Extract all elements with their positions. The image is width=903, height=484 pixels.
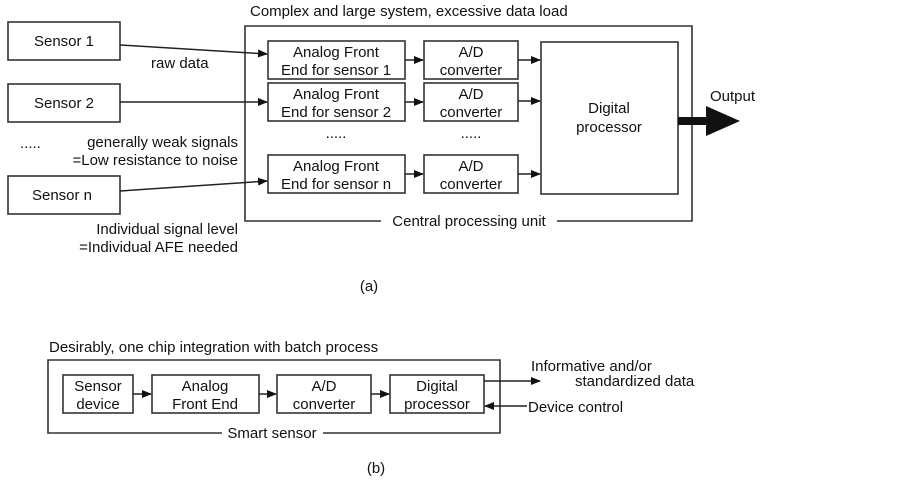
raw-data-label: raw data — [151, 55, 209, 72]
afe-line2: End for sensor n — [281, 176, 391, 193]
dsp-line2: processor — [576, 119, 642, 136]
block-line1: Analog — [182, 378, 229, 395]
afe-block-1: Analog Front End for sensor 1 — [267, 40, 406, 80]
afe-line1: Analog Front — [293, 158, 380, 175]
adc-block-2: A/D converter — [423, 82, 519, 122]
block-line1: Sensor — [74, 378, 122, 395]
afe-block-n: Analog Front End for sensor n — [267, 154, 406, 194]
afe-line1: Analog Front — [293, 86, 380, 103]
individual-afe-label: =Individual AFE needed — [79, 239, 238, 256]
arrow-sensor1-afe1 — [119, 44, 268, 58]
device-control-label: Device control — [528, 399, 623, 416]
afe-line2: End for sensor 1 — [281, 62, 391, 79]
adc-block-n: A/D converter — [423, 154, 519, 194]
adc-line1: A/D — [458, 44, 483, 61]
block-line2: converter — [293, 396, 356, 413]
smart-sensor-frame — [47, 359, 501, 434]
adc-ellipsis: ..... — [461, 125, 482, 142]
caption-a: (a) — [360, 278, 378, 295]
adc-line2: converter — [440, 104, 503, 121]
block-line1: Digital — [416, 378, 458, 395]
adc-block-b: A/D converter — [276, 374, 372, 414]
afe-ellipsis: ..... — [326, 125, 347, 142]
diagram-b-title: Desirably, one chip integration with bat… — [49, 339, 378, 356]
sensor-device-block: Sensor device — [62, 374, 134, 414]
system-title: Complex and large system, excessive data… — [250, 3, 568, 20]
output-data-line1: Informative and/or — [531, 358, 652, 375]
afe-line1: Analog Front — [293, 44, 380, 61]
cpu-label: Central processing unit — [392, 213, 546, 230]
digital-processor-b: Digital processor — [389, 374, 485, 414]
sensor-label: Sensor 2 — [34, 95, 94, 112]
caption-b: (b) — [367, 460, 385, 477]
afe-line2: End for sensor 2 — [281, 104, 391, 121]
low-resistance-label: =Low resistance to noise — [72, 152, 238, 169]
adc-line2: converter — [440, 176, 503, 193]
block-line2: processor — [404, 396, 470, 413]
arrow-sensorn-afen — [119, 177, 268, 192]
diagram-b: Desirably, one chip integration with bat… — [47, 339, 695, 477]
sensor-n: Sensor n — [7, 175, 121, 215]
diagram-a: Complex and large system, excessive data… — [7, 3, 756, 295]
afe-block-2: Analog Front End for sensor 2 — [267, 82, 406, 122]
individual-signal-label: Individual signal level — [96, 221, 238, 238]
cpu-frame — [244, 25, 693, 222]
weak-signals-label: generally weak signals — [87, 134, 238, 151]
block-line1: A/D — [311, 378, 336, 395]
adc-line2: converter — [440, 62, 503, 79]
output-arrow — [678, 106, 740, 136]
adc-block-1: A/D converter — [423, 40, 519, 80]
output-label: Output — [710, 88, 756, 105]
sensor-ellipsis: ..... — [20, 135, 41, 152]
sensor-label: Sensor n — [32, 187, 92, 204]
smart-sensor-label: Smart sensor — [227, 425, 316, 442]
adc-line1: A/D — [458, 86, 483, 103]
adc-line1: A/D — [458, 158, 483, 175]
sensor-2: Sensor 2 — [7, 83, 121, 123]
sensor-label: Sensor 1 — [34, 33, 94, 50]
afe-block-b: Analog Front End — [151, 374, 260, 414]
output-data-line2: standardized data — [575, 373, 695, 390]
block-line2: device — [76, 396, 119, 413]
dsp-line1: Digital — [588, 100, 630, 117]
digital-processor-a: Digital processor — [540, 41, 679, 195]
sensor-1: Sensor 1 — [7, 21, 121, 61]
block-line2: Front End — [172, 396, 238, 413]
